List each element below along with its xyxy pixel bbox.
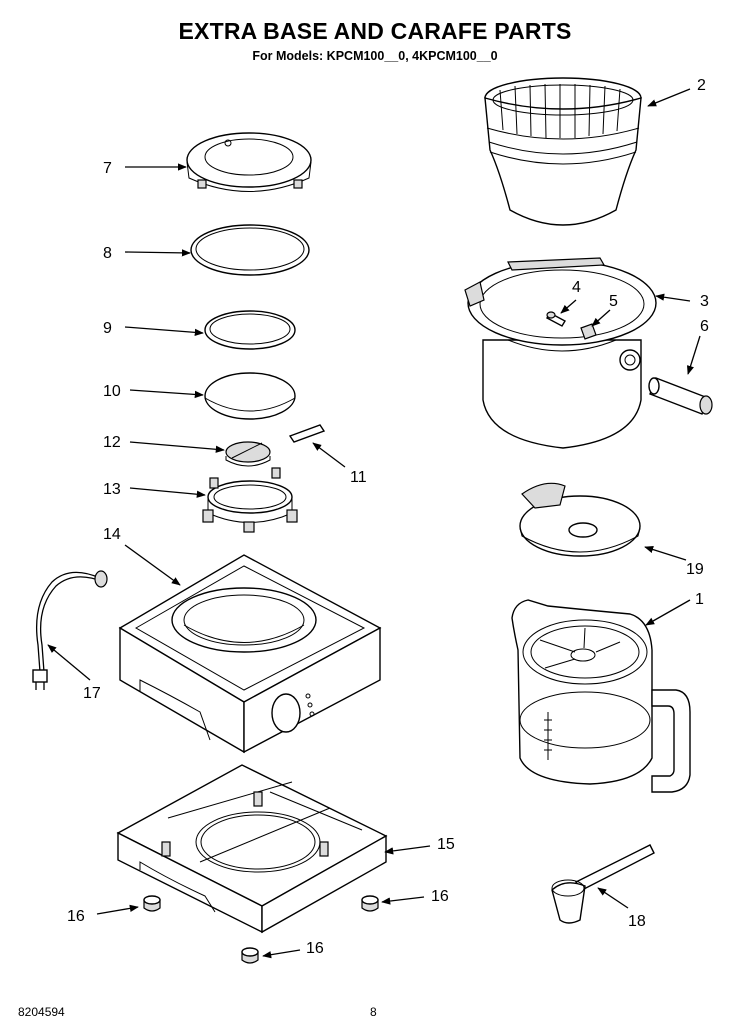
part-4-screw	[546, 311, 566, 327]
part-2-filter-basket	[484, 77, 642, 226]
callout-4: 4	[572, 279, 581, 296]
part-17-power-cord	[32, 570, 108, 690]
part-12-valve	[225, 441, 271, 467]
callout-17: 17	[83, 685, 101, 702]
callout-3: 3	[700, 293, 709, 310]
callout-16a: 16	[67, 908, 85, 925]
part-1-carafe	[511, 599, 691, 793]
part-10-disc	[204, 372, 296, 420]
callout-16c: 16	[306, 940, 324, 957]
part-16-foot	[241, 947, 259, 964]
callout-13: 13	[103, 481, 121, 498]
part-18-scoop	[551, 844, 655, 924]
part-8-seal	[190, 224, 310, 276]
part-19-carafe-lid	[519, 482, 641, 557]
callout-6: 6	[700, 318, 709, 335]
part-6-tube	[648, 377, 713, 415]
callout-10: 10	[103, 383, 121, 400]
callout-2: 2	[697, 77, 706, 94]
document-number: 8204594	[18, 1005, 65, 1019]
callout-15: 15	[437, 836, 455, 853]
callout-14: 14	[103, 526, 121, 543]
callout-9: 9	[103, 320, 112, 337]
part-14-base-housing	[118, 554, 382, 754]
callout-11: 11	[350, 469, 367, 486]
part-15-bottom-tray	[116, 764, 388, 934]
callout-8: 8	[103, 245, 112, 262]
callout-5: 5	[609, 293, 618, 310]
part-7-ring	[186, 132, 312, 192]
part-16-foot	[361, 895, 379, 912]
part-3-brew-pot	[464, 257, 657, 449]
page-title: EXTRA BASE AND CARAFE PARTS	[178, 18, 572, 44]
callout-16b: 16	[431, 888, 449, 905]
callout-7: 7	[103, 160, 112, 177]
callout-18: 18	[628, 913, 646, 930]
page-number: 8	[370, 1005, 377, 1019]
callout-12: 12	[103, 434, 121, 451]
callout-1: 1	[695, 591, 704, 608]
part-13-cage	[202, 467, 298, 533]
part-5-clip	[580, 323, 597, 340]
callout-19: 19	[686, 561, 704, 578]
model-subtitle: For Models: KPCM100__0, 4KPCM100__0	[252, 49, 498, 63]
part-16-foot	[143, 895, 161, 912]
callout-leaders	[47, 88, 701, 959]
part-11-rod	[288, 424, 326, 443]
part-9-seal	[204, 310, 296, 350]
